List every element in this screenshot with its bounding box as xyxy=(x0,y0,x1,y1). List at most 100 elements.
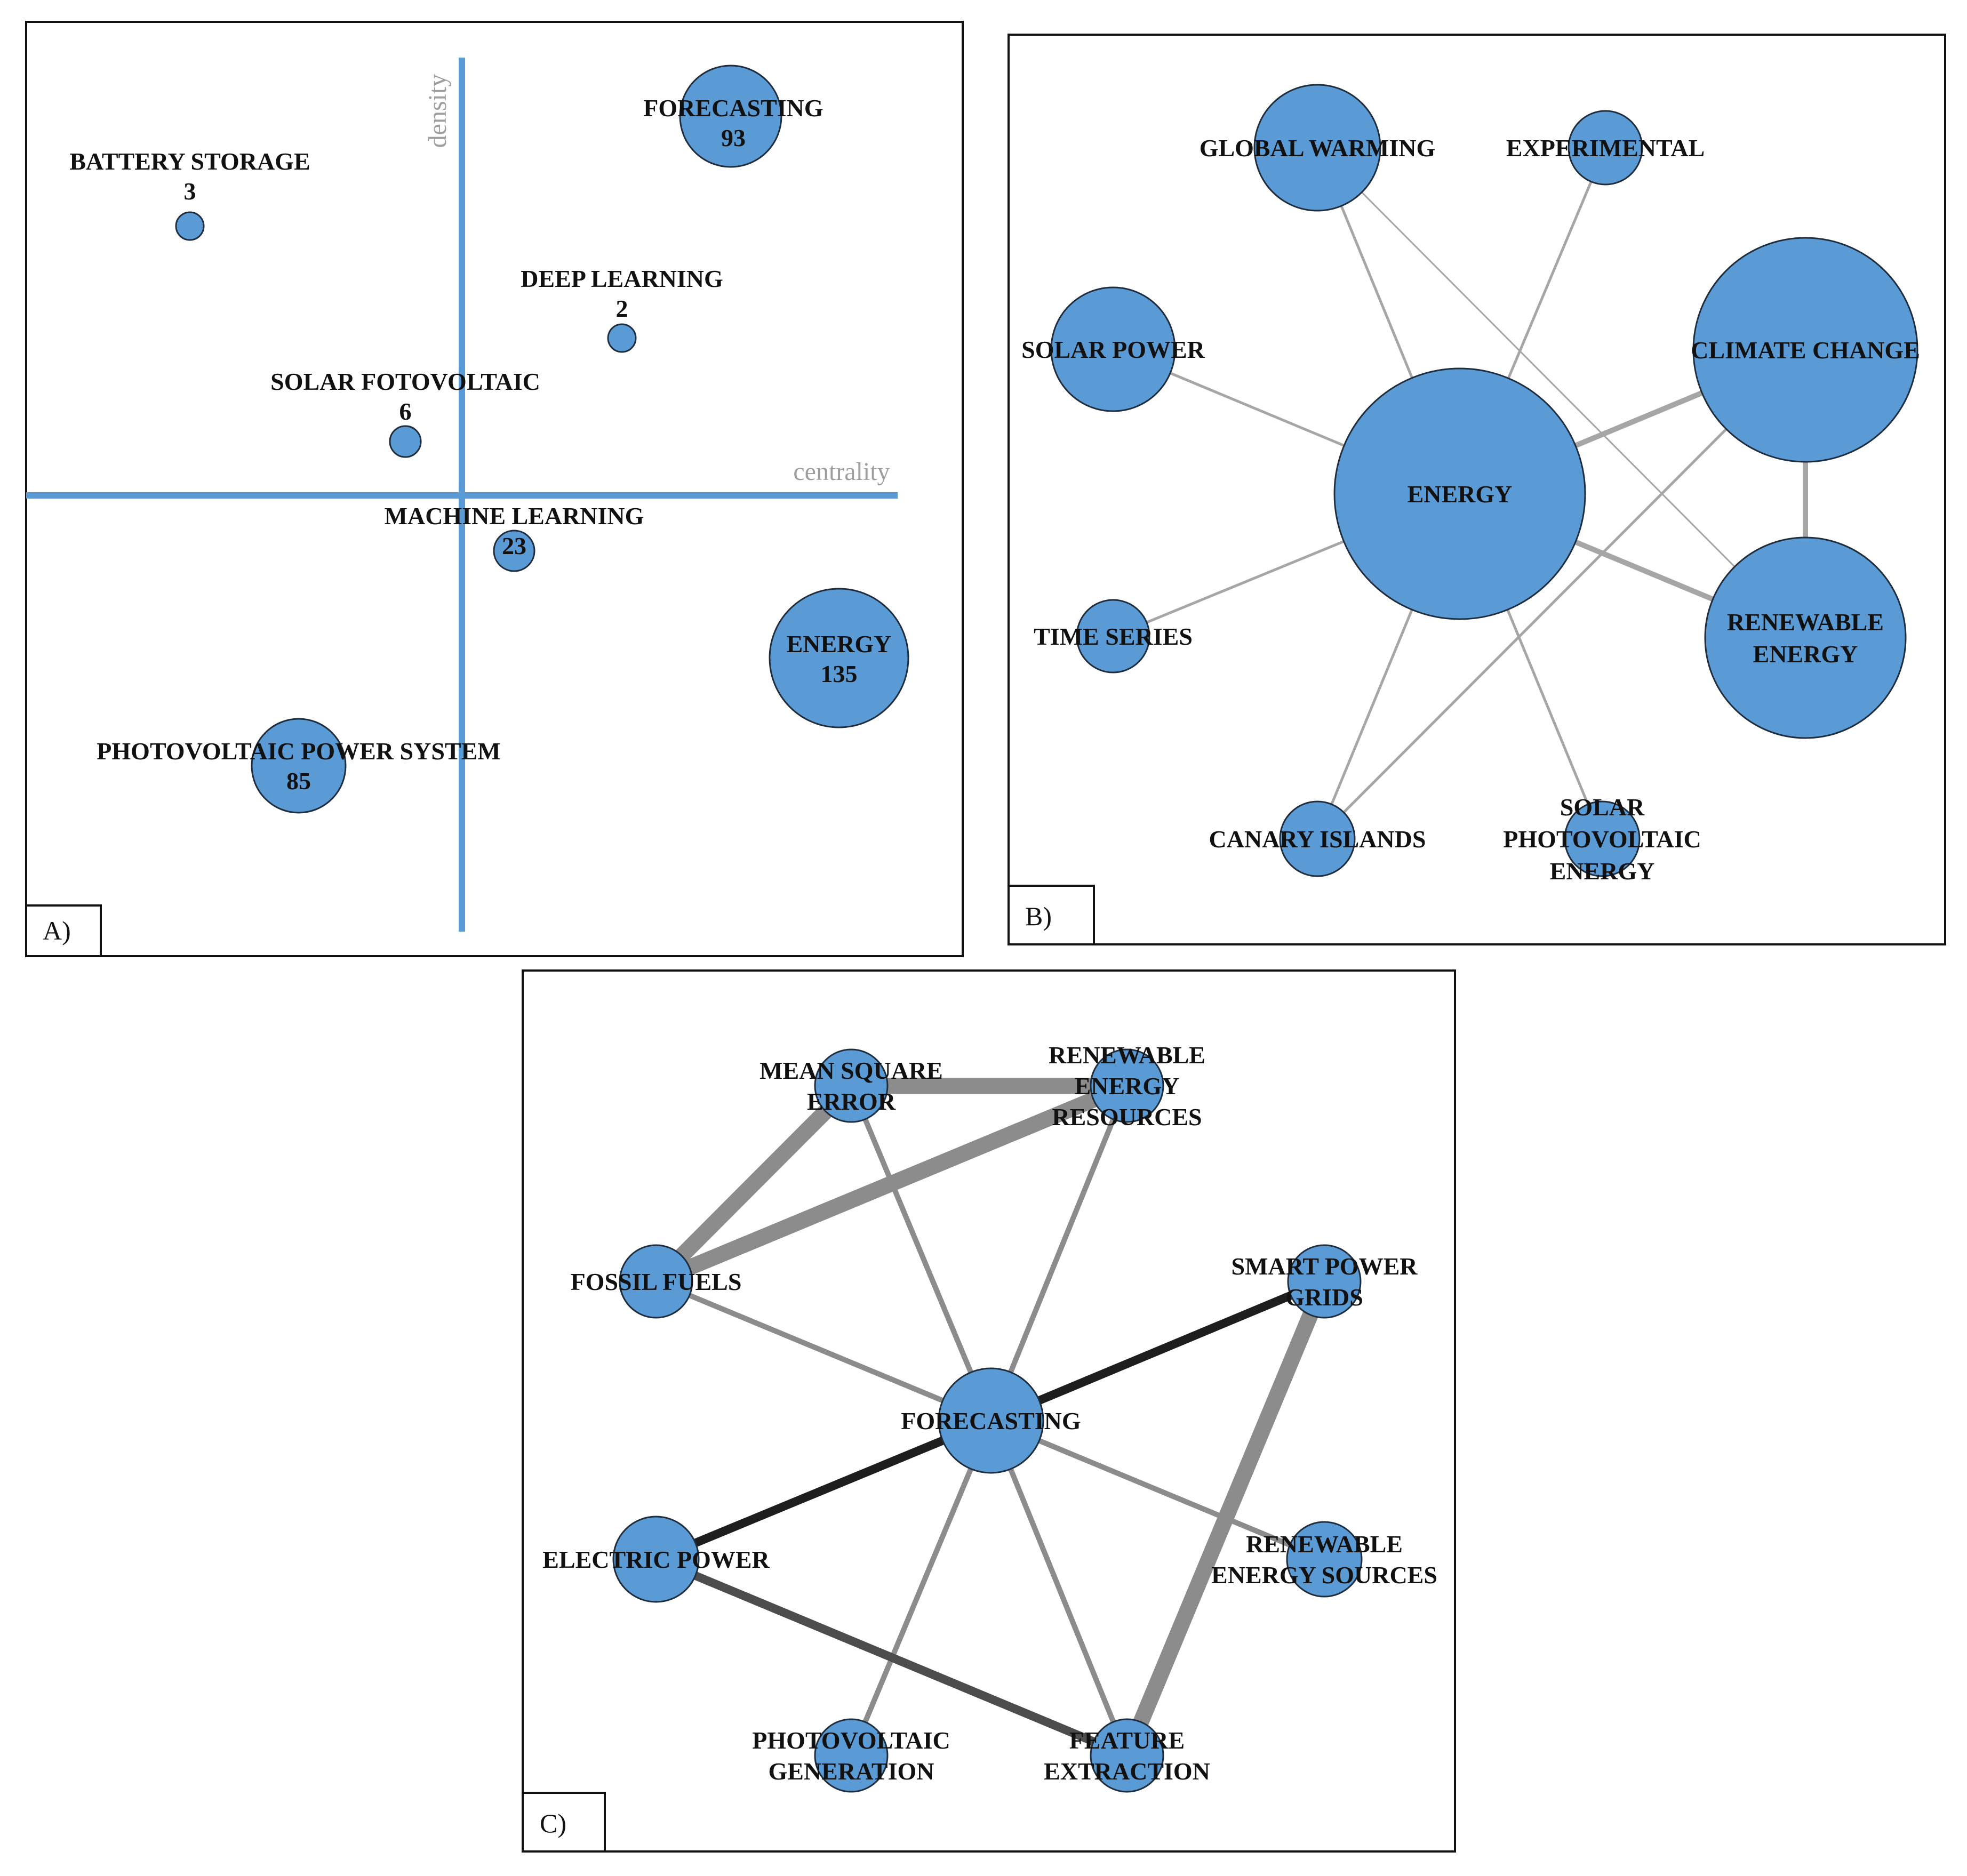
label-line-a-energy: ENERGY xyxy=(787,630,892,658)
edge-c-fc-pg xyxy=(849,1420,994,1757)
label-line-b-ci: CANARY ISLANDS xyxy=(1209,825,1426,853)
panel-a-x-axis-label: centrality xyxy=(793,458,890,486)
label-line-b-re: ENERGY xyxy=(1753,640,1858,668)
node-b-ts xyxy=(1076,599,1150,674)
node-c-fe xyxy=(1090,1718,1164,1793)
node-b-exp xyxy=(1568,110,1643,186)
label-line-b-exp: EXPERIMENTAL xyxy=(1506,134,1705,162)
edge-c-fc-spg xyxy=(989,1277,1326,1425)
panel-b-nodes xyxy=(1050,84,1918,877)
label-b-ts: TIME SERIES xyxy=(1034,623,1193,650)
label-line-b-gw: GLOBAL WARMING xyxy=(1200,134,1436,162)
node-a-solarfoto xyxy=(389,425,422,458)
label-line-a-deep: 2 xyxy=(616,295,628,322)
label-line-b-ts: TIME SERIES xyxy=(1034,623,1193,650)
panel-b: GLOBAL WARMING EXPERIMENTAL SOLAR POWER CLI… xyxy=(1008,34,1946,945)
node-b-spe xyxy=(1564,800,1641,877)
panel-c-nodes xyxy=(612,1048,1363,1793)
panel-b-labels: GLOBAL WARMING EXPERIMENTAL SOLAR POWER CLI… xyxy=(1021,134,1920,885)
node-a-pvps xyxy=(251,718,347,814)
node-b-cc xyxy=(1692,237,1918,463)
label-line-b-spe: ENERGY xyxy=(1550,857,1655,885)
label-a-battery: BATTERY STORAGE 3 xyxy=(69,148,310,205)
edge-c-spg-fe xyxy=(1120,1278,1332,1759)
node-b-gw xyxy=(1253,84,1381,212)
node-b-re xyxy=(1704,536,1907,739)
edge-c-fc-mse xyxy=(849,1085,994,1422)
label-line-c-rer: ENERGY xyxy=(1075,1072,1180,1100)
edge-c-ep-fe xyxy=(654,1555,1129,1760)
label-b-cc: CLIMATE CHANGE xyxy=(1691,336,1920,364)
label-line-a-deep: DEEP LEARNING xyxy=(521,265,723,292)
label-line-c-ep: ELECTRIC POWER xyxy=(542,1546,770,1573)
node-b-sp xyxy=(1050,286,1176,412)
node-c-spg xyxy=(1287,1244,1362,1319)
node-c-pg xyxy=(814,1718,889,1793)
node-b-ci xyxy=(1279,800,1356,877)
node-a-battery xyxy=(175,211,205,241)
panel-a-frame xyxy=(25,21,964,957)
label-line-c-fc: FORECASTING xyxy=(901,1407,1081,1434)
label-c-res: RENEWABLE ENERGY SOURCES xyxy=(1211,1530,1437,1589)
label-line-c-res: RENEWABLE xyxy=(1246,1530,1403,1558)
label-line-b-en: ENERGY xyxy=(1408,480,1513,508)
node-c-ep xyxy=(612,1516,700,1603)
edge-c-fc-rer xyxy=(988,1085,1130,1422)
label-line-b-re: RENEWABLE xyxy=(1727,608,1884,636)
label-b-exp: EXPERIMENTAL xyxy=(1506,134,1705,162)
label-line-a-battery: 3 xyxy=(184,178,196,205)
label-c-ff: FOSSIL FUELS xyxy=(571,1268,742,1295)
node-a-ml xyxy=(493,530,535,572)
label-line-c-fe: EXTRACTION xyxy=(1044,1758,1210,1785)
panel-a-tag: A) xyxy=(43,916,71,945)
label-line-b-spe: SOLAR xyxy=(1560,793,1645,821)
edge-c-fc-ep xyxy=(654,1416,993,1564)
label-line-a-pvps: PHOTOVOLTAIC POWER SYSTEM xyxy=(97,737,500,765)
label-line-c-mse: ERROR xyxy=(807,1088,896,1115)
label-line-a-solarfoto: SOLAR FOTOVOLTAIC xyxy=(270,368,540,395)
edge-c-fc-fe xyxy=(988,1420,1130,1757)
node-c-res xyxy=(1286,1521,1363,1598)
label-b-gw: GLOBAL WARMING xyxy=(1200,134,1436,162)
node-c-fc xyxy=(938,1367,1044,1474)
label-c-ep: ELECTRIC POWER xyxy=(542,1546,770,1573)
panel-c-tag: C) xyxy=(540,1808,566,1838)
label-a-deep: DEEP LEARNING 2 xyxy=(521,265,723,322)
label-line-b-sp: SOLAR POWER xyxy=(1021,336,1205,363)
label-line-c-rer: RENEWABLE xyxy=(1049,1041,1205,1069)
panel-a-theme-nodes xyxy=(175,65,909,814)
label-c-fc: FORECASTING xyxy=(901,1407,1081,1434)
label-line-a-battery: BATTERY STORAGE xyxy=(69,148,310,175)
label-line-b-cc: CLIMATE CHANGE xyxy=(1691,336,1920,364)
label-line-a-ml: 23 xyxy=(502,532,526,559)
panel-c-tag-box xyxy=(522,1792,606,1853)
panel-a-tag-box xyxy=(25,904,102,957)
edge-c-mse-ff xyxy=(650,1080,857,1287)
label-line-c-res: ENERGY SOURCES xyxy=(1211,1561,1437,1589)
edge-b-gw-re xyxy=(1316,147,1806,639)
node-a-deep xyxy=(607,323,637,353)
node-c-ff xyxy=(619,1244,693,1319)
label-b-sp: SOLAR POWER xyxy=(1021,336,1205,363)
label-line-c-pg: PHOTOVOLTAIC xyxy=(752,1727,950,1754)
node-c-mse xyxy=(814,1048,889,1123)
panel-c-edges xyxy=(650,1078,1332,1760)
label-b-ci: CANARY ISLANDS xyxy=(1209,825,1426,853)
node-a-energy xyxy=(769,588,909,728)
label-line-c-ff: FOSSIL FUELS xyxy=(571,1268,742,1295)
label-line-a-ml: MACHINE LEARNING xyxy=(385,502,644,530)
label-line-a-energy: 135 xyxy=(821,660,858,687)
